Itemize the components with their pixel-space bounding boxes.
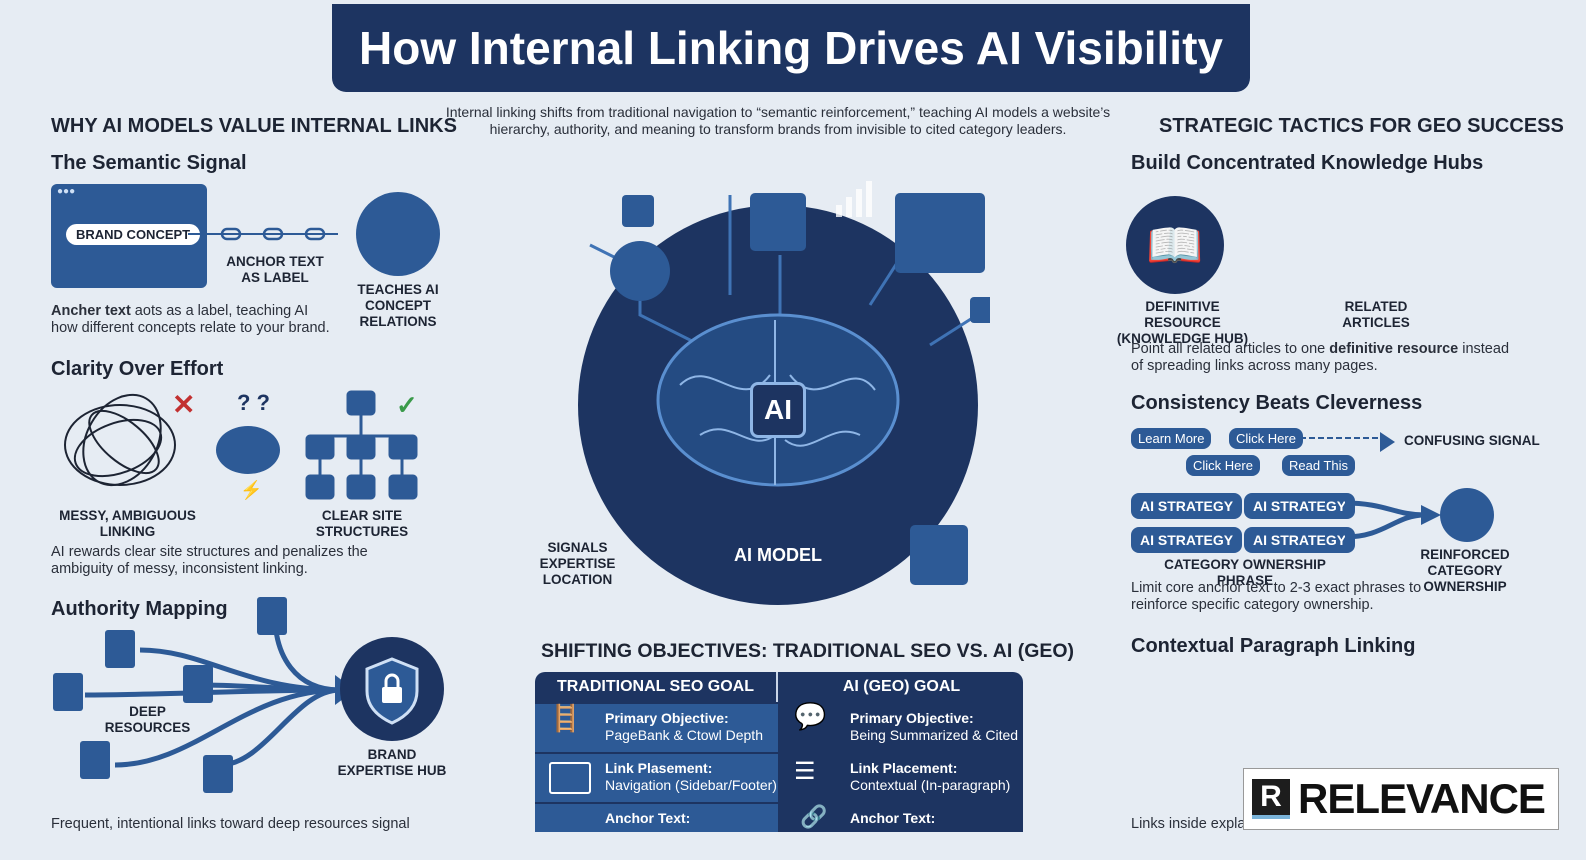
- converging-arrow-icon: [1345, 488, 1494, 542]
- deep-resources-label: DEEP RESOURCES: [104, 704, 191, 735]
- logo-mark: R: [1252, 779, 1290, 819]
- strategy-pill: AI STRATEGY: [1244, 493, 1356, 519]
- page-title: How Internal Linking Drives AI Visibilit…: [332, 4, 1250, 92]
- right-heading: STRATEGIC TACTICS FOR GEO SUCCESS: [1159, 115, 1564, 137]
- svg-text:✕: ✕: [172, 390, 195, 420]
- table-cell: 🔗 Anchor Text:: [780, 804, 1023, 832]
- logo-text: RELEVANCE: [1298, 775, 1546, 822]
- consistency-title: Consistency Beats Cleverness: [1131, 392, 1423, 414]
- table-cell: ☰ Link Placement:Contextual (In-paragraph…: [780, 754, 1023, 802]
- hub-label: BRAND EXPERTISE HUB: [337, 747, 447, 778]
- cell-label: Link Plasement:: [605, 760, 713, 776]
- cell-label: Link Placement:: [850, 760, 958, 776]
- contextual-body: Links inside expla: [1131, 816, 1246, 832]
- anchor-text-label: ANCHOR TEXT AS LABEL: [226, 254, 324, 285]
- hubs-body: Point all related articles to one defini…: [1131, 341, 1511, 375]
- confusing-label: CONFUSING SIGNAL: [1404, 433, 1540, 448]
- dashed-arrow-icon: [1300, 432, 1395, 452]
- definitive-label: DEFINITIVE RESOURCE (KNOWLEDGE HUB): [1116, 299, 1249, 346]
- hubs-body-bold: definitive resource: [1329, 341, 1459, 357]
- messy-anchor-pill: Click Here: [1229, 428, 1303, 449]
- left-heading: WHY AI MODELS VALUE INTERNAL LINKS: [51, 115, 457, 137]
- chat-bubbles-icon: 💬: [794, 701, 827, 731]
- table-cell: Anchor Text:: [535, 804, 778, 832]
- window-dots-icon: ●●●: [57, 186, 76, 197]
- reinforced-label: REINFORCED CATEGORY OWNERSHIP: [1420, 547, 1510, 594]
- cell-label: Anchor Text:: [605, 810, 691, 826]
- clear-label: CLEAR SITE STRUCTURES: [315, 508, 409, 539]
- intro-text: Internal linking shifts from traditional…: [445, 104, 1111, 137]
- table-cell: Link Plasement:Navigation (Sidebar/Foote…: [535, 754, 778, 802]
- semantic-body: Ancher text aots as a label, teaching AI…: [51, 303, 331, 337]
- ladder-bug-icon: 🪜: [549, 703, 582, 733]
- contextual-title: Contextual Paragraph Linking: [1131, 635, 1416, 657]
- svg-text:✓: ✓: [396, 390, 418, 420]
- cell-value: Navigation (Sidebar/Footer): [605, 777, 777, 793]
- table-cell: 🪜 Primary Objective:PageBank & Ctowl Dept…: [535, 704, 778, 752]
- teaches-label: TEACHES AI CONCEPT RELATIONS: [357, 282, 439, 329]
- column-header-geo: AI (GEO) GOAL: [842, 678, 961, 695]
- phrase-label: CATEGORY OWNERSHIP PHRASE: [1164, 557, 1326, 588]
- link-icon: 🔗: [800, 804, 828, 829]
- concept-circle: [356, 192, 440, 276]
- clarity-body: AI rewards clear site structures and pen…: [51, 544, 368, 577]
- clarity-title: Clarity Over Effort: [51, 358, 224, 380]
- paragraph-lines-icon: ☰: [794, 758, 816, 785]
- column-header-seo: TRADITIONAL SEO GOAL: [535, 672, 778, 702]
- semantic-body-text: aots as a label, teaching AI how differe…: [51, 303, 330, 336]
- related-label: RELATED ARTICLES: [1342, 299, 1410, 330]
- brand-concept-chip: BRAND CONCEPT: [66, 224, 201, 245]
- open-book-icon: 📖: [1126, 196, 1224, 294]
- strategy-pill: AI STRATEGY: [1131, 527, 1243, 553]
- tangled-links-icon: ✕: [64, 390, 195, 487]
- signals-label: SIGNALS EXPERTISE LOCATION: [539, 540, 616, 587]
- svg-text:? ?: ? ?: [237, 390, 270, 415]
- authority-flow-diagram: [53, 597, 444, 793]
- messy-anchor-pill: Click Here: [1186, 455, 1260, 476]
- semantic-title: The Semantic Signal: [51, 152, 247, 174]
- site-hierarchy-icon: ✓: [305, 390, 418, 500]
- messy-anchor-pill: Learn More: [1131, 428, 1212, 449]
- messy-label: MESSY, AMBIGUOUS LINKING: [59, 508, 196, 539]
- relevance-logo: R RELEVANCE: [1243, 768, 1559, 830]
- cell-label: Primary Objective:: [850, 710, 974, 726]
- svg-text:⚡: ⚡: [240, 479, 262, 500]
- hubs-title: Build Concentrated Knowledge Hubs: [1131, 152, 1484, 174]
- comparison-table: TRADITIONAL SEO GOAL AI (GEO) GOAL 🪜 Prim…: [535, 672, 1023, 832]
- cell-label: Primary Objective:: [605, 710, 729, 726]
- ai-badge: AI: [750, 382, 806, 438]
- hubs-body-text: Point all related articles to one: [1131, 341, 1330, 357]
- table-heading: SHIFTING OBJECTIVES: TRADITIONAL SEO VS.…: [541, 640, 1075, 662]
- semantic-body-bold: Ancher text: [51, 303, 131, 319]
- cell-value: PageBank & Ctowl Depth: [605, 727, 763, 743]
- authority-title: Authority Mapping: [51, 598, 228, 620]
- strategy-pill: AI STRATEGY: [1244, 527, 1356, 553]
- consistency-body: Limit core anchor text to 2-3 exact phra…: [1131, 580, 1422, 613]
- ai-model-label: AI MODEL: [734, 545, 822, 565]
- messy-anchor-pill: Read This: [1282, 455, 1356, 476]
- cell-value: Contextual (In-paragraph): [850, 777, 1011, 793]
- chain-link-icon: [188, 227, 338, 241]
- cell-label: Anchor Text:: [850, 810, 936, 826]
- sidebar-layout-icon: [549, 762, 591, 794]
- hubs-body-text: instead of spreading links across many p…: [1131, 341, 1510, 374]
- authority-body: Frequent, intentional links toward deep …: [51, 816, 410, 832]
- table-cell: 💬 Primary Objective:Being Summarized & Ci…: [780, 701, 1023, 752]
- cell-value: Being Summarized & Cited: [850, 727, 1019, 743]
- confused-brain-icon: ? ? ⚡: [216, 390, 280, 500]
- strategy-pill: AI STRATEGY: [1131, 493, 1243, 519]
